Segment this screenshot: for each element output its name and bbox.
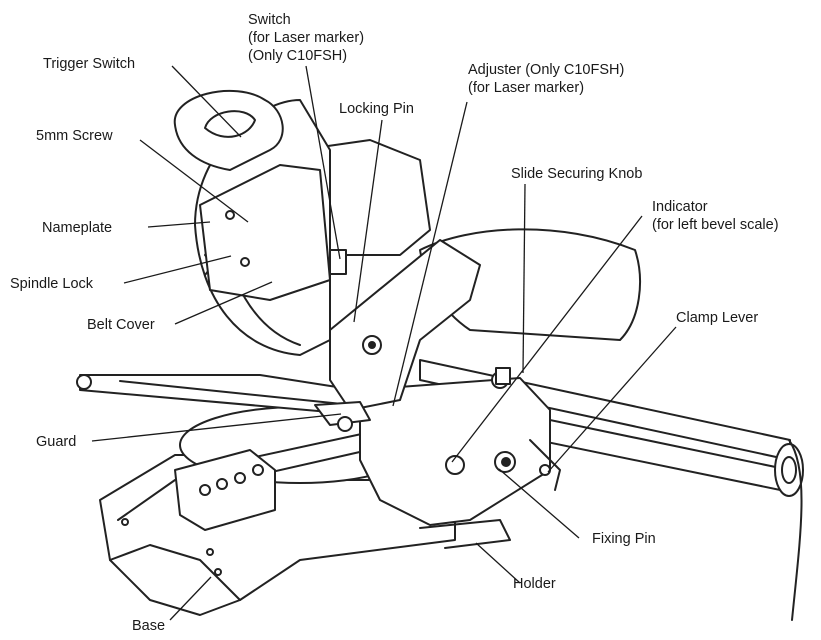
leader-lines: [91, 65, 677, 621]
belt-cover-plate: [199, 164, 331, 301]
label-switch: Switch (for Laser marker) (Only C10FSH): [248, 11, 364, 65]
leader-nameplate: [147, 221, 211, 228]
leader-belt-cover: [174, 281, 273, 325]
label-indicator: Indicator (for left bevel scale): [652, 198, 779, 234]
label-indicator-line2: (for left bevel scale): [652, 217, 779, 233]
label-adjuster: Adjuster (Only C10FSH) (for Laser marker…: [468, 61, 624, 97]
slide-compound-miter-saw-illustration: [76, 89, 804, 621]
label-adjuster-line1: Adjuster (Only C10FSH): [468, 62, 625, 78]
label-spindle-lock: Spindle Lock: [10, 276, 94, 292]
leader-guard: [91, 413, 342, 442]
label-indicator-line1: Indicator: [652, 199, 708, 215]
label-holder: Holder: [513, 576, 556, 592]
leader-clamp-lever: [547, 326, 677, 473]
label-switch-line1: Switch: [248, 12, 291, 28]
leader-locking-pin: [353, 119, 383, 323]
label-5mm-screw: 5mm Screw: [36, 128, 113, 144]
label-clamp-lever: Clamp Lever: [676, 310, 759, 326]
label-guard: Guard: [36, 434, 77, 450]
label-belt-cover: Belt Cover: [87, 317, 155, 333]
leader-holder: [475, 542, 521, 584]
saw-arm: [329, 239, 481, 411]
label-adjuster-line2: (for Laser marker): [468, 80, 585, 96]
leader-switch: [305, 65, 341, 260]
label-base: Base: [132, 618, 166, 634]
label-fixing-pin: Fixing Pin: [592, 531, 656, 547]
power-cord: [788, 439, 803, 621]
leader-adjuster: [392, 101, 468, 407]
leader-spindle-lock: [123, 255, 232, 284]
slide-body: [359, 377, 551, 526]
label-trigger-switch: Trigger Switch: [43, 56, 136, 72]
label-switch-line3: (Only C10FSH): [248, 48, 348, 64]
label-locking-pin: Locking Pin: [339, 101, 414, 117]
label-nameplate: Nameplate: [42, 220, 113, 236]
label-switch-line2: (for Laser marker): [248, 30, 365, 46]
leader-base: [169, 576, 212, 621]
label-slide-securing-knob: Slide Securing Knob: [511, 166, 643, 182]
leader-5mm-screw: [139, 139, 249, 223]
leader-fixing-pin: [498, 468, 580, 539]
leader-trigger-switch: [171, 65, 242, 138]
leader-slide-securing-knob: [522, 183, 526, 374]
leader-indicator: [451, 215, 643, 463]
